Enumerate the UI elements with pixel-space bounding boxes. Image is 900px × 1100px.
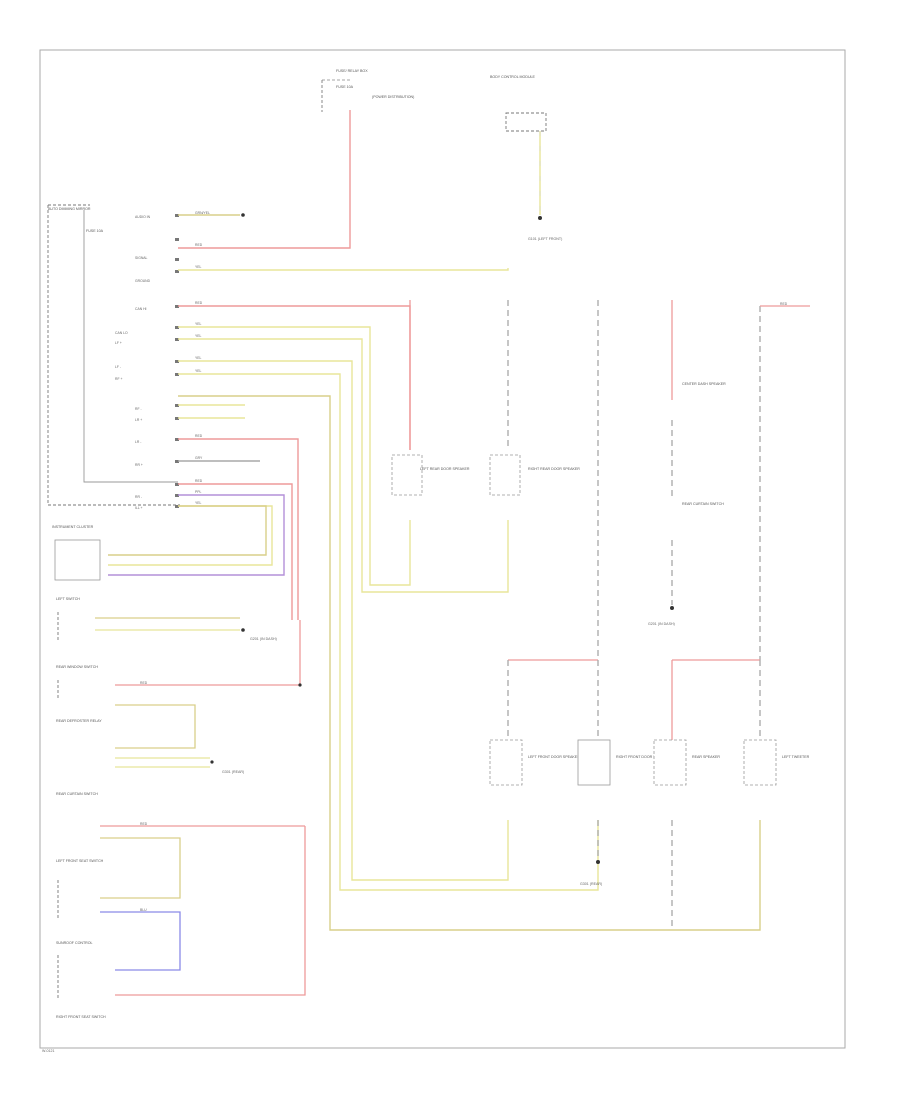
conn-c2: SIGNAL bbox=[135, 256, 148, 260]
conn-c13: RR - bbox=[135, 495, 142, 499]
conn-c11: LR - bbox=[135, 440, 141, 444]
code-10: GRY bbox=[195, 456, 203, 460]
ground-dot-1 bbox=[670, 606, 674, 610]
component-6: RIGHT FRONT DOOR SPEAKER bbox=[577, 739, 671, 786]
code-2: RED bbox=[195, 243, 203, 247]
left-module-2: INSTRUMENT CLUSTER bbox=[52, 525, 101, 581]
comp-8-label: LEFT TWEETER bbox=[782, 755, 810, 759]
conn-c10: LR + bbox=[135, 418, 142, 422]
conn-c12: RR + bbox=[135, 463, 143, 467]
component-3: CENTER DASH SPEAKER REAR CURTAIN SWITCH … bbox=[648, 382, 726, 626]
code-3: YEL bbox=[195, 265, 202, 269]
comp-1-label: LEFT REAR DOOR SPEAKER bbox=[420, 467, 470, 471]
code-16: BLU bbox=[140, 908, 147, 912]
component-1: LEFT REAR DOOR SPEAKER bbox=[391, 454, 470, 496]
ground-2-label: G201 (IN DASH) bbox=[250, 637, 277, 641]
code-8: YEL bbox=[195, 369, 202, 373]
comp-4-label: REAR CURTAIN SWITCH bbox=[682, 502, 724, 506]
left-sw3-label: REAR DEFROSTER RELAY bbox=[56, 719, 102, 723]
left-module: AUTO DIMMING MIRROR FUSE 10A bbox=[47, 204, 180, 506]
top-fuse-box: FUSE/ RELAY BOX FUSE 10A (POWER DISTRIBU… bbox=[321, 69, 414, 112]
code-15: RED bbox=[140, 822, 148, 826]
conn-c5: CAN LO bbox=[115, 331, 128, 335]
top-fuse-detail: FUSE 10A bbox=[336, 85, 354, 89]
connector-pins bbox=[175, 214, 179, 508]
left-module-label: AUTO DIMMING MIRROR bbox=[48, 207, 91, 211]
left-module-fuse: FUSE 10A bbox=[86, 229, 104, 233]
connector-labels: AUDIO IN SIGNAL GROUND CAN HI CAN LO LF … bbox=[115, 215, 151, 510]
wire-red-top bbox=[178, 110, 351, 249]
left-sw7-label: RIGHT FRONT SEAT SWITCH bbox=[56, 1015, 106, 1019]
conn-c3: GROUND bbox=[135, 279, 151, 283]
component-8: LEFT TWEETER bbox=[743, 739, 810, 786]
conn-c14: ILL + bbox=[135, 506, 143, 510]
conn-c4: CAN HI bbox=[135, 307, 147, 311]
conn-c9: RF - bbox=[135, 407, 142, 411]
conn-c7: LF - bbox=[115, 365, 121, 369]
top-right-module: BODY CONTROL MODULE G101 (LEFT FRONT) bbox=[490, 75, 562, 241]
code-1: GRN/YEL bbox=[195, 211, 210, 215]
wires-left bbox=[108, 213, 761, 931]
left-sw6-label: SUNROOF CONTROL bbox=[56, 941, 93, 945]
left-switch-5: LEFT FRONT SEAT SWITCH bbox=[56, 859, 181, 971]
code-4: RED bbox=[195, 301, 203, 305]
wire-codes: GRN/YEL RED YEL RED YEL YEL YEL YEL RED … bbox=[140, 211, 788, 912]
top-fuse-note: (POWER DISTRIBUTION) bbox=[372, 95, 414, 99]
footer-code: W-0121 bbox=[42, 1049, 55, 1053]
code-7: YEL bbox=[195, 356, 202, 360]
conn-c1: AUDIO IN bbox=[135, 215, 151, 219]
code-14: RED bbox=[140, 681, 148, 685]
left-sw2-label: REAR WINDOW SWITCH bbox=[56, 665, 98, 669]
comp-6-label: RIGHT FRONT DOOR SPEAKER bbox=[616, 755, 671, 759]
ground-3-label: G301 (REAR) bbox=[222, 770, 244, 774]
ground-ref-bottom: G301 (REAR) bbox=[580, 882, 602, 886]
comp-5-label: LEFT FRONT DOOR SPEAKER bbox=[528, 755, 580, 759]
component-5: LEFT FRONT DOOR SPEAKER bbox=[489, 739, 580, 786]
left-switch-2: REAR WINDOW SWITCH bbox=[56, 620, 302, 700]
ground-1-label: G101 (LEFT FRONT) bbox=[528, 237, 562, 241]
component-7: REAR SPEAKER bbox=[653, 739, 720, 786]
ground-dot-2 bbox=[596, 860, 600, 864]
left-sw4-label: REAR CURTAIN SWITCH bbox=[56, 792, 98, 796]
comp-3-label: CENTER DASH SPEAKER bbox=[682, 382, 726, 386]
code-12: PPL bbox=[195, 490, 202, 494]
conn-c8: RF + bbox=[115, 377, 122, 381]
vertical-wires bbox=[409, 300, 810, 930]
top-fuse-box-label: FUSE/ RELAY BOX bbox=[336, 69, 368, 73]
left-switch-6: SUNROOF CONTROL bbox=[56, 941, 93, 1000]
ground-ref-right: G201 (IN DASH) bbox=[648, 622, 675, 626]
component-2: RIGHT REAR DOOR SPEAKER bbox=[489, 454, 580, 496]
left-switch-4: REAR CURTAIN SWITCH bbox=[56, 792, 306, 996]
left-switch-1: LEFT SWITCH G201 (IN DASH) bbox=[56, 597, 277, 641]
comp-7-label: REAR SPEAKER bbox=[692, 755, 720, 759]
left-sw1-label: LEFT SWITCH bbox=[56, 597, 80, 601]
code-17: RED bbox=[780, 302, 788, 306]
left-switch-3: REAR DEFROSTER RELAY G301 (REAR) bbox=[56, 704, 244, 774]
top-right-module-label: BODY CONTROL MODULE bbox=[490, 75, 536, 79]
code-11: RED bbox=[195, 479, 203, 483]
code-13: YEL bbox=[195, 501, 202, 505]
diagram-border bbox=[39, 49, 846, 1049]
left-module2-label: INSTRUMENT CLUSTER bbox=[52, 525, 94, 529]
comp-2-label: RIGHT REAR DOOR SPEAKER bbox=[528, 467, 580, 471]
left-sw5-label: LEFT FRONT SEAT SWITCH bbox=[56, 859, 104, 863]
left-switch-7: RIGHT FRONT SEAT SWITCH bbox=[56, 1015, 106, 1019]
code-5: YEL bbox=[195, 322, 202, 326]
code-9: RED bbox=[195, 434, 203, 438]
code-6: YEL bbox=[195, 334, 202, 338]
conn-c6: LF + bbox=[115, 341, 122, 345]
